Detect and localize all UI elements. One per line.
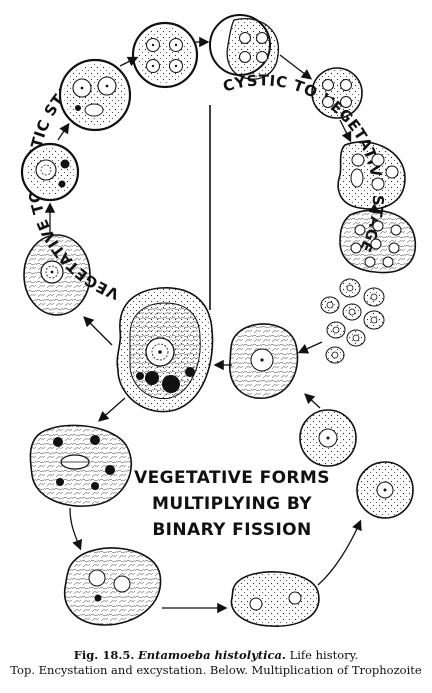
young-trophozoite-right [229,323,299,399]
center-label-line-2: MULTIPLYING BY [152,494,312,514]
daughter-trophozoite-a [299,409,357,467]
center-label-line-3: BINARY FISSION [152,520,312,540]
center-label-line-1: VEGETATIVE FORMS [134,468,330,488]
trophozoite-fission-1 [29,424,132,507]
arrow-amoeba-to-metacyst [339,119,352,143]
trophozoite-large [116,287,214,413]
figure-caption: Fig. 18.5. Entamoeba histolytica. Life h… [0,648,432,678]
precyst [23,234,91,316]
arrow-fission3-to-daughter-b [317,519,362,586]
caption-line-1: Fig. 18.5. Entamoeba histolytica. Life h… [0,648,432,663]
binucleate-cyst [58,58,132,132]
life-cycle-diagram: VEGETATIVE TO CYSTIC STAGE CYSTIC TO VEG… [20,14,417,627]
arrow-daughter-a-to-young [304,393,321,409]
arrow-large-to-fission1 [98,397,126,422]
octonucleate-metacyst [339,209,417,274]
dividing-metacyst [337,141,406,210]
caption-line1-rest: Life history. [289,648,359,662]
trophozoite-fission-2 [63,547,162,626]
excysting-cyst [209,14,279,80]
arrow-troph-small-to-young [297,341,323,354]
arrow-binucleate-to-quadri [119,56,139,67]
arrow-troph-to-precyst [83,316,113,346]
arrow-excysting-to-amoeba [279,54,313,80]
arrow-fission1-to-fission2 [69,507,83,551]
uninucleate-cyst [20,142,80,202]
metacystic-trophozoites [320,278,385,364]
quadrinucleate-cyst [131,21,199,89]
daughter-trophozoite-b [356,461,414,519]
arrow-uninucleate-to-binucleate [57,122,70,141]
caption-species: Entamoeba histolytica. [138,648,286,662]
arrow-metacyst-to-octo [368,203,381,214]
trophozoite-fission-3 [230,570,320,627]
caption-fig-number: Fig. 18.5. [73,648,135,662]
caption-line-2: Top. Encystation and excystation. Below.… [10,663,422,677]
quadrinucleate-amoeba [311,67,363,119]
cycle-arrows [44,36,381,614]
